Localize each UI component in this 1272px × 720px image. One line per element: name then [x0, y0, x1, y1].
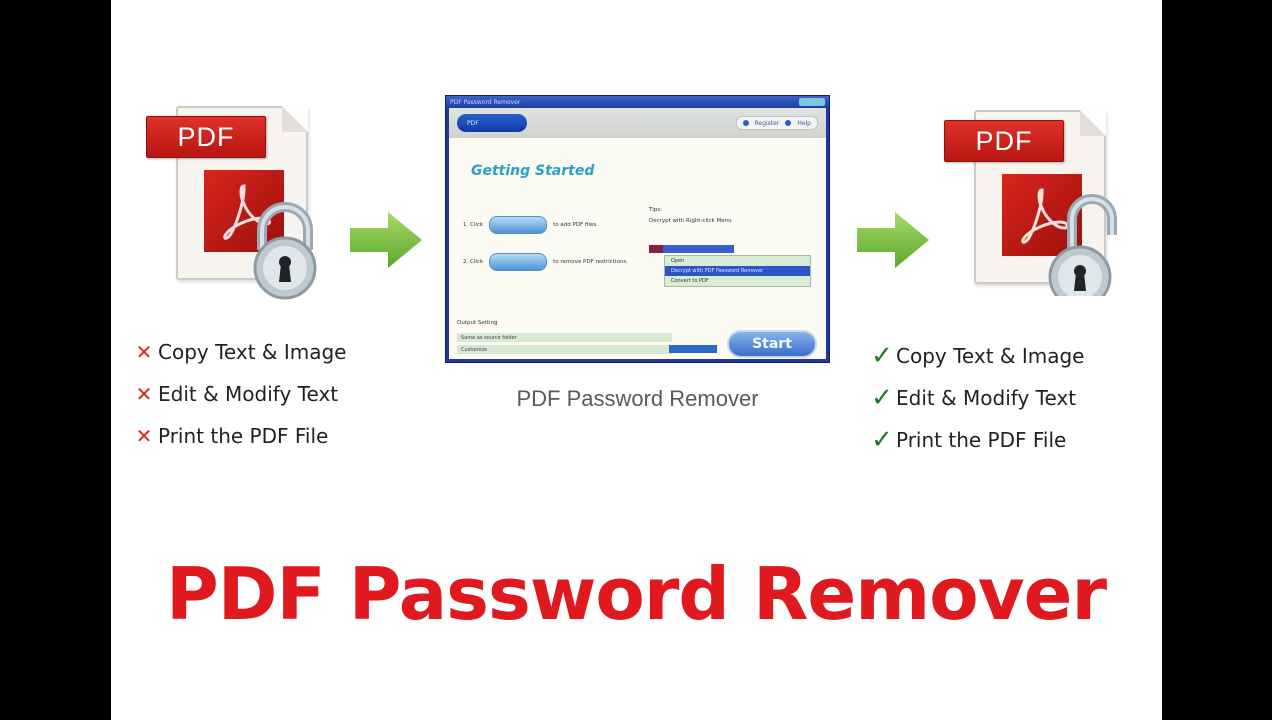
step-1-suffix: to add PDF files.	[553, 222, 598, 228]
headline-title: PDF Password Remover	[165, 552, 1107, 636]
app-toolbar: PDF Register Help	[449, 108, 826, 138]
check-mark-icon: ✓	[871, 425, 893, 455]
feature-label: Copy Text & Image	[896, 344, 1085, 368]
tips-title: Tips:	[649, 207, 662, 213]
context-menu: Open Decrypt with PDF Password Remover C…	[664, 255, 811, 287]
list-item: ✓ Copy Text & Image	[868, 335, 1085, 377]
step-1-prefix: 1. Click	[463, 222, 484, 228]
start-button[interactable]: Start	[727, 330, 817, 358]
x-mark-icon: ✕	[135, 382, 153, 406]
add-files-button[interactable]	[489, 216, 548, 234]
allowed-features-list: ✓ Copy Text & Image ✓ Edit & Modify Text…	[868, 335, 1085, 461]
tips-panel: Tips: Decrypt with Right-click Menu	[649, 205, 732, 227]
restricted-features-list: ✕ Copy Text & Image ✕ Edit & Modify Text…	[130, 331, 347, 457]
context-menu-item[interactable]: Convert to PDF	[671, 278, 709, 284]
window-title: PDF Password Remover	[450, 98, 521, 106]
register-help-group: Register Help	[735, 116, 818, 130]
window-caption: PDF Password Remover	[516, 386, 759, 411]
getting-started-heading: Getting Started	[471, 163, 595, 179]
window-titlebar: PDF Password Remover	[446, 96, 829, 108]
help-link[interactable]: Help	[797, 119, 811, 127]
feature-label: Edit & Modify Text	[896, 386, 1077, 410]
unlocked-pdf-icon: PDF	[944, 102, 1117, 302]
feature-label: Edit & Modify Text	[158, 382, 339, 406]
context-menu-item[interactable]: Open	[671, 258, 685, 264]
right-arrow-icon	[857, 212, 929, 268]
step-2: 2. Click to remove PDF restrictions.	[463, 253, 643, 271]
remove-restrictions-button[interactable]	[489, 253, 548, 271]
app-window-screenshot: PDF Password Remover PDF Register Help G…	[445, 95, 830, 363]
window-controls[interactable]	[799, 98, 825, 106]
list-item: ✓ Print the PDF File	[868, 419, 1085, 461]
feature-label: Print the PDF File	[896, 428, 1067, 452]
step-1: 1. Click to add PDF files.	[463, 216, 598, 234]
output-setting-label: Output Setting	[457, 320, 498, 326]
output-option-same-folder[interactable]: Same as source folder	[457, 333, 672, 342]
tips-line: Decrypt with Right-click Menu	[649, 218, 732, 224]
pdf-file-icon	[649, 245, 663, 253]
list-item: ✕ Edit & Modify Text	[130, 373, 347, 415]
step-2-suffix: to remove PDF restrictions.	[553, 259, 628, 265]
pdf-badge: PDF	[146, 116, 266, 158]
closed-padlock-icon	[253, 202, 317, 300]
right-arrow-icon	[350, 212, 422, 268]
check-mark-icon: ✓	[871, 383, 893, 413]
output-option-2-label: Customize	[461, 346, 488, 353]
brand-button[interactable]: PDF	[457, 114, 527, 132]
output-option-customize[interactable]: Customize	[457, 345, 672, 354]
help-icon	[785, 120, 792, 126]
output-option-1-label: Same as source folder	[461, 334, 517, 341]
feature-label: Copy Text & Image	[158, 340, 347, 364]
register-link[interactable]: Register	[754, 119, 780, 127]
locked-pdf-icon: PDF	[146, 98, 317, 300]
window-body: PDF Register Help Getting Started 1. Cli…	[449, 108, 826, 359]
pdf-badge: PDF	[944, 120, 1064, 162]
list-item: ✕ Copy Text & Image	[130, 331, 347, 373]
list-item: ✕ Print the PDF File	[130, 415, 347, 457]
list-item: ✓ Edit & Modify Text	[868, 377, 1085, 419]
check-mark-icon: ✓	[871, 341, 893, 371]
open-padlock-icon	[1048, 194, 1117, 296]
feature-label: Print the PDF File	[158, 424, 329, 448]
context-file-bar	[649, 245, 734, 253]
step-2-prefix: 2. Click	[463, 259, 484, 265]
register-icon	[742, 120, 749, 126]
x-mark-icon: ✕	[135, 340, 153, 364]
x-mark-icon: ✕	[135, 424, 153, 448]
context-menu-item-selected[interactable]: Decrypt with PDF Password Remover	[665, 266, 810, 276]
browse-button[interactable]	[669, 345, 717, 353]
